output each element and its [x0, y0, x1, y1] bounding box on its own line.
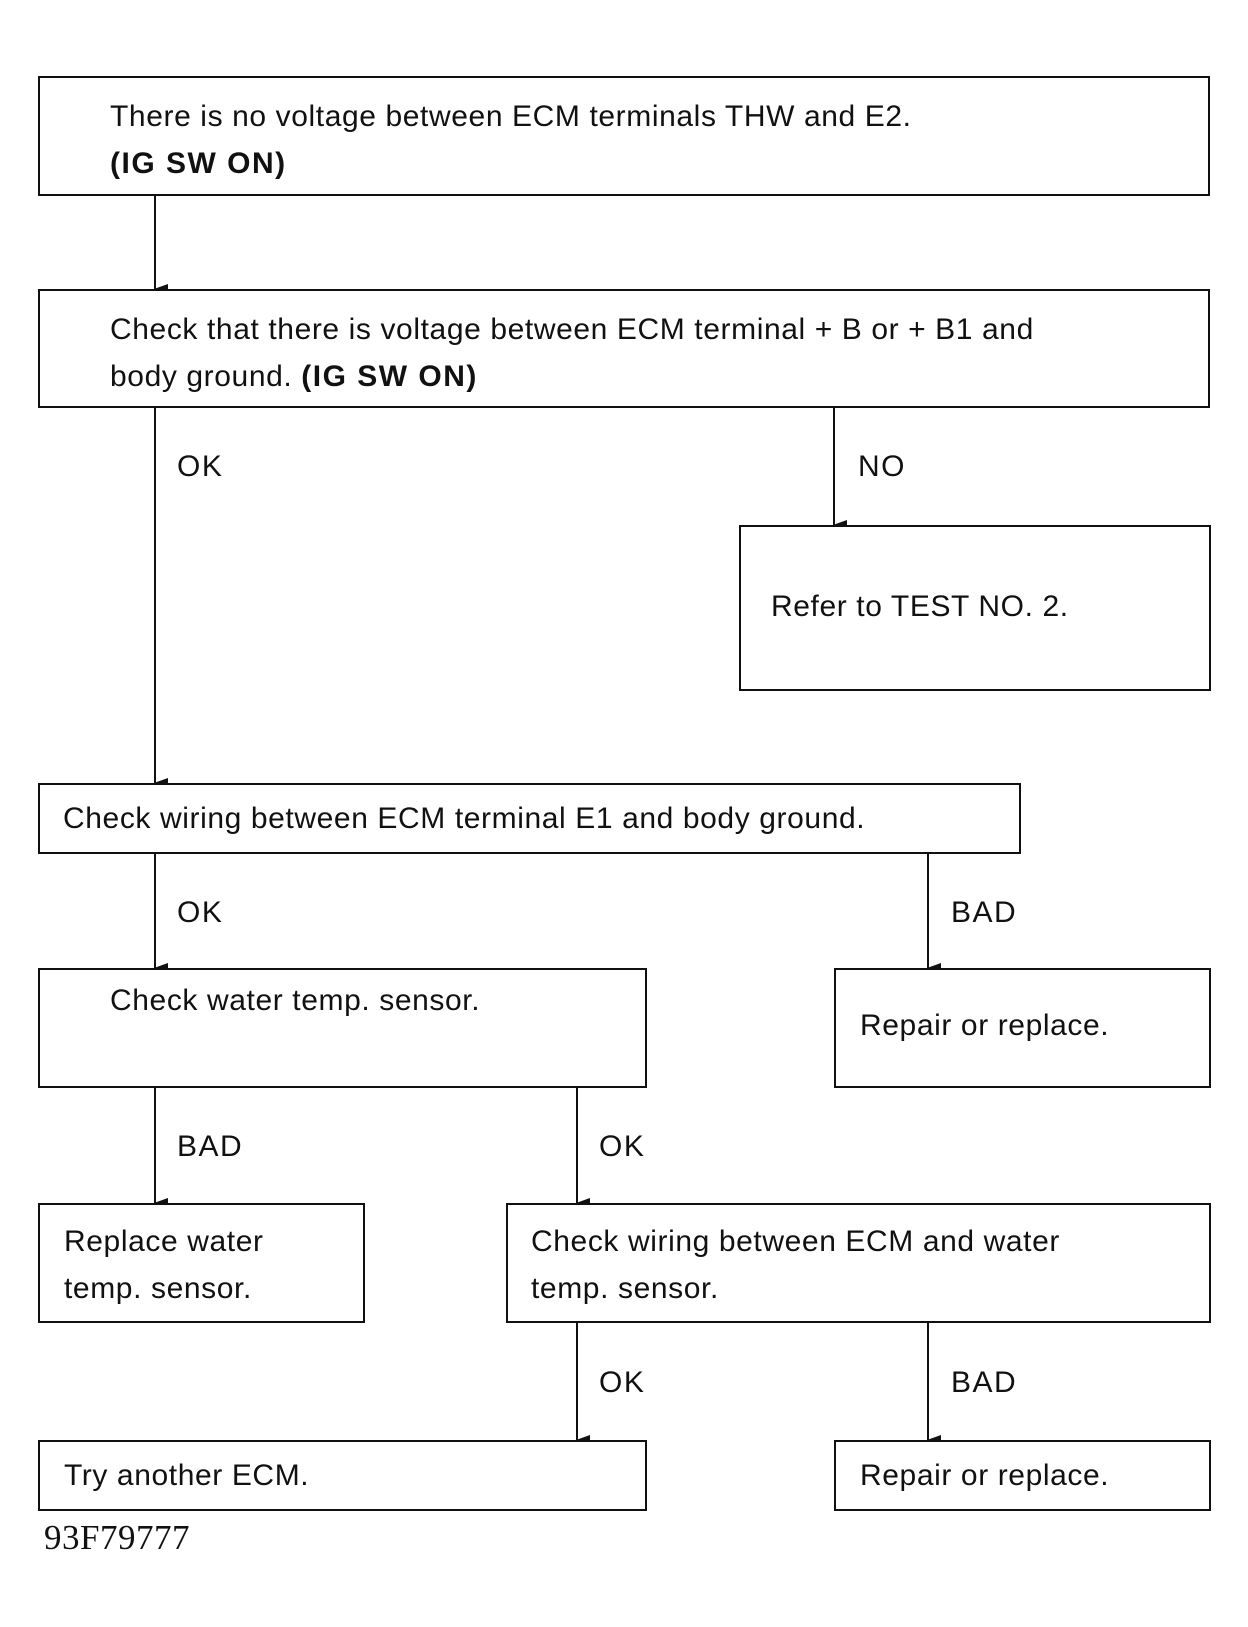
- box-check-water-sensor: Check water temp. sensor.: [38, 968, 647, 1088]
- box-check-voltage-b: Check that there is voltage between ECM …: [38, 289, 1210, 408]
- box-repair-replace-2-text: Repair or replace.: [860, 1459, 1110, 1492]
- box-check-voltage-b-line2-bold: (IG SW ON): [301, 360, 478, 393]
- label-no-1: NO: [858, 450, 906, 483]
- label-ok-2: OK: [177, 896, 224, 929]
- box-check-voltage-b-line2: body ground. (IG SW ON): [110, 353, 1208, 400]
- label-ok-1: OK: [177, 450, 224, 483]
- box-check-wiring-sensor: Check wiring between ECM and water temp.…: [506, 1203, 1211, 1323]
- box-check-wiring-e1-text: Check wiring between ECM terminal E1 and…: [63, 802, 866, 835]
- box-try-another-ecm: Try another ECM.: [38, 1440, 647, 1511]
- label-ok-4: OK: [599, 1366, 646, 1399]
- box-check-water-sensor-text: Check water temp. sensor.: [110, 984, 481, 1017]
- box-repair-replace-2: Repair or replace.: [834, 1440, 1211, 1511]
- box-repair-replace-1: Repair or replace.: [834, 968, 1211, 1088]
- box-refer-test-text: Refer to TEST NO. 2.: [771, 590, 1069, 623]
- box-no-voltage-line2: (IG SW ON): [110, 147, 287, 180]
- box-check-voltage-b-line2-text: body ground.: [110, 360, 302, 393]
- label-bad-3: BAD: [951, 1366, 1018, 1399]
- label-bad-2: BAD: [177, 1130, 244, 1163]
- box-no-voltage-line1: There is no voltage between ECM terminal…: [110, 100, 912, 133]
- box-replace-sensor: Replace water temp. sensor.: [38, 1203, 365, 1323]
- box-check-wiring-sensor-line2: temp. sensor.: [531, 1272, 719, 1305]
- box-refer-test: Refer to TEST NO. 2.: [739, 525, 1211, 691]
- box-replace-sensor-line1: Replace water: [64, 1225, 264, 1258]
- label-ok-3: OK: [599, 1130, 646, 1163]
- figure-id: 93F79777: [44, 1518, 190, 1557]
- box-check-wiring-e1: Check wiring between ECM terminal E1 and…: [38, 783, 1021, 854]
- label-bad-1: BAD: [951, 896, 1018, 929]
- box-repair-replace-1-text: Repair or replace.: [860, 1009, 1110, 1042]
- box-replace-sensor-line2: temp. sensor.: [64, 1272, 252, 1305]
- box-no-voltage: There is no voltage between ECM terminal…: [38, 76, 1210, 196]
- box-try-another-ecm-text: Try another ECM.: [64, 1459, 310, 1492]
- box-check-voltage-b-line1: Check that there is voltage between ECM …: [110, 313, 1034, 346]
- box-check-wiring-sensor-line1: Check wiring between ECM and water: [531, 1225, 1060, 1258]
